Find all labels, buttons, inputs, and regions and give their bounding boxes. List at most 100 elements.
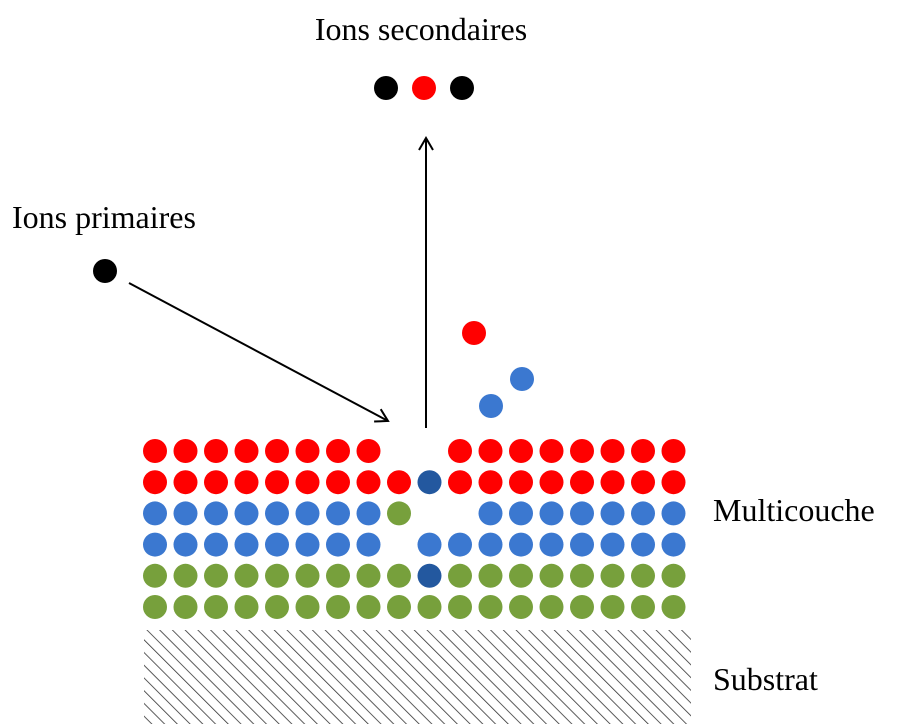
atom-green-r5-c1 bbox=[173, 595, 198, 619]
atom-red-r1-c16 bbox=[631, 470, 655, 495]
atom-red-r1-c12 bbox=[509, 470, 533, 495]
atom-green-r4-c11 bbox=[478, 563, 503, 588]
secondary-ion-1 bbox=[374, 76, 398, 100]
atom-red-r0-c16 bbox=[631, 439, 655, 463]
atom-red-r1-c13 bbox=[539, 470, 564, 495]
atom-blue-r3-c9 bbox=[417, 532, 442, 557]
atom-green-r5-c7 bbox=[356, 595, 381, 619]
atom-blue-r2-c14 bbox=[570, 501, 594, 526]
atom-red-r0-c5 bbox=[295, 439, 320, 463]
atom-green-r5-c17 bbox=[661, 595, 686, 619]
atom-blue-r3-c10 bbox=[448, 532, 472, 557]
atom-green-r5-c4 bbox=[265, 595, 289, 619]
atom-red-r0-c14 bbox=[570, 439, 594, 463]
atom-blue-r3-c16 bbox=[631, 532, 655, 557]
atom-green-r5-c6 bbox=[326, 595, 350, 619]
atom-green-r4-c1 bbox=[173, 563, 198, 588]
atom-red-r1-c0 bbox=[143, 470, 167, 495]
atom-blue-r3-c5 bbox=[295, 532, 320, 557]
atom-blue-r3-c15 bbox=[600, 532, 625, 557]
atom-red-r0-c2 bbox=[204, 439, 228, 463]
atom-green-r5-c3 bbox=[234, 595, 259, 619]
atom-green-r4-c16 bbox=[631, 563, 655, 588]
atom-red-r1-c4 bbox=[265, 470, 289, 495]
atom-green-r5-c12 bbox=[509, 595, 533, 619]
atom-red-r1-c7 bbox=[356, 470, 381, 495]
atom-blue-r3-c14 bbox=[570, 532, 594, 557]
primary-ion bbox=[93, 259, 117, 283]
atom-blue-r2-c1 bbox=[173, 501, 198, 526]
atom-blue-r2-c2 bbox=[204, 501, 228, 526]
atom-blue-r3-c4 bbox=[265, 532, 289, 557]
atom-red-r1-c1 bbox=[173, 470, 198, 495]
atom-red-r0-c1 bbox=[173, 439, 198, 463]
atom-blue-r3-c1 bbox=[173, 532, 198, 557]
atom-red-r1-c14 bbox=[570, 470, 594, 495]
atom-green-r5-c16 bbox=[631, 595, 655, 619]
atom-green-r5-c8 bbox=[387, 595, 411, 619]
atom-green-r4-c9 bbox=[417, 563, 442, 588]
atom-blue-r2-c3 bbox=[234, 501, 259, 526]
atom-red-r1-c9 bbox=[417, 470, 442, 495]
secondary-ion-2 bbox=[412, 76, 436, 100]
substrate-label: Substrat bbox=[713, 661, 818, 697]
atom-red-r1-c17 bbox=[661, 470, 686, 495]
atom-blue-r3-c13 bbox=[539, 532, 564, 557]
substrate-block bbox=[144, 630, 691, 724]
atom-red-r1-c2 bbox=[204, 470, 228, 495]
atom-blue-r3-c2 bbox=[204, 532, 228, 557]
primary-ions-label: Ions primaires bbox=[12, 199, 196, 235]
ejected-particles bbox=[462, 321, 534, 418]
atom-red-r1-c15 bbox=[600, 470, 625, 495]
ejected-particle-3 bbox=[479, 394, 503, 418]
atom-blue-r2-c8 bbox=[387, 501, 411, 526]
atom-blue-r2-c5 bbox=[295, 501, 320, 526]
atom-green-r5-c15 bbox=[600, 595, 625, 619]
secondary-ions-cluster bbox=[374, 76, 474, 100]
atom-red-r0-c3 bbox=[234, 439, 259, 463]
atom-blue-r2-c12 bbox=[509, 501, 533, 526]
multilayer-label: Multicouche bbox=[713, 492, 875, 528]
atom-red-r0-c7 bbox=[356, 439, 381, 463]
atom-blue-r2-c16 bbox=[631, 501, 655, 526]
atom-blue-r3-c6 bbox=[326, 532, 350, 557]
multilayer-lattice bbox=[143, 439, 686, 619]
ejected-particle-2 bbox=[510, 367, 534, 391]
atom-blue-r2-c7 bbox=[356, 501, 381, 526]
atom-green-r5-c13 bbox=[539, 595, 564, 619]
atom-red-r1-c11 bbox=[478, 470, 503, 495]
atom-blue-r3-c12 bbox=[509, 532, 533, 557]
atom-blue-r3-c11 bbox=[478, 532, 503, 557]
atom-red-r0-c6 bbox=[326, 439, 350, 463]
secondary-ions-label: Ions secondaires bbox=[315, 11, 527, 47]
atom-blue-r3-c17 bbox=[661, 532, 686, 557]
atom-blue-r2-c11 bbox=[478, 501, 503, 526]
atom-blue-r2-c17 bbox=[661, 501, 686, 526]
atom-red-r0-c4 bbox=[265, 439, 289, 463]
atom-green-r4-c6 bbox=[326, 563, 350, 588]
atom-blue-r2-c6 bbox=[326, 501, 350, 526]
atom-red-r1-c6 bbox=[326, 470, 350, 495]
atom-green-r4-c8 bbox=[387, 563, 411, 588]
atom-blue-r2-c13 bbox=[539, 501, 564, 526]
atom-green-r4-c7 bbox=[356, 563, 381, 588]
atom-red-r0-c0 bbox=[143, 439, 167, 463]
atom-red-r0-c15 bbox=[600, 439, 625, 463]
atom-green-r4-c3 bbox=[234, 563, 259, 588]
atom-blue-r2-c0 bbox=[143, 501, 167, 526]
atom-green-r5-c11 bbox=[478, 595, 503, 619]
atom-green-r4-c10 bbox=[448, 563, 472, 588]
atom-red-r1-c5 bbox=[295, 470, 320, 495]
atom-green-r4-c0 bbox=[143, 563, 167, 588]
atom-green-r5-c2 bbox=[204, 595, 228, 619]
atom-red-r0-c11 bbox=[478, 439, 503, 463]
atom-green-r4-c15 bbox=[600, 563, 625, 588]
atom-red-r1-c10 bbox=[448, 470, 472, 495]
atom-green-r5-c9 bbox=[417, 595, 442, 619]
atom-blue-r3-c7 bbox=[356, 532, 381, 557]
atom-red-r0-c17 bbox=[661, 439, 686, 463]
atom-green-r5-c0 bbox=[143, 595, 167, 619]
atom-blue-r2-c4 bbox=[265, 501, 289, 526]
